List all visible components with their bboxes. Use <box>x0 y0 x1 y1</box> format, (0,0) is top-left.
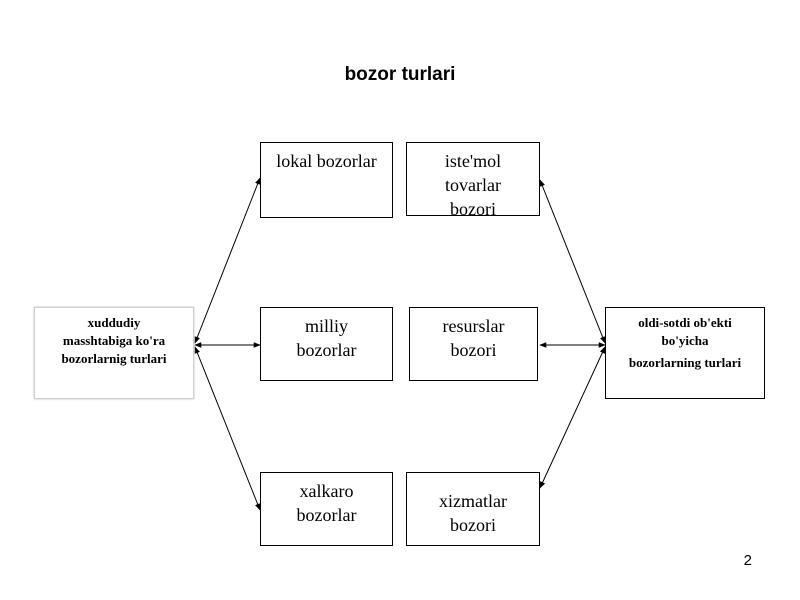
node-label: lokal bozorlar <box>276 151 377 171</box>
node-xizmatlar-bozori: xizmatlar bozori <box>406 472 540 546</box>
left-node-line-2: masshtabiga ko'ra <box>62 333 166 348</box>
right-category-node: oldi-sotdi ob'ekti bo'yicha bozorlarning… <box>605 307 765 399</box>
node-label: resurslar bozori <box>442 316 505 360</box>
left-node-line-3: bozorlarnig turlari <box>61 351 167 366</box>
arrow-left-to-lokal <box>194 177 261 344</box>
node-label: iste'mol tovarlar bozori <box>444 151 502 219</box>
node-lokal-bozorlar: lokal bozorlar <box>260 142 393 218</box>
left-node-line-1: xuddudiy <box>87 315 141 330</box>
right-node-line-1: oldi-sotdi ob'ekti <box>638 315 732 330</box>
diagram-title: bozor turlari <box>344 64 456 85</box>
left-category-node: xuddudiy masshtabiga ko'ra bozorlarnig t… <box>34 307 194 399</box>
node-label: xalkaro bozorlar <box>296 481 357 525</box>
node-istemol-tovarlar-bozori: iste'mol tovarlar bozori <box>406 142 540 219</box>
node-xalkaro-bozorlar: xalkaro bozorlar <box>260 472 393 546</box>
node-label: milliy bozorlar <box>296 316 357 360</box>
node-resurslar-bozori: resurslar bozori <box>409 307 538 381</box>
page-number: 2 <box>743 552 752 569</box>
right-node-line-2: bo'yicha <box>661 333 709 348</box>
arrow-left-to-xalkaro <box>194 346 261 511</box>
arrow-right-to-istemol <box>539 179 606 344</box>
arrow-right-to-xizmatlar <box>539 346 606 489</box>
node-label: xizmatlar bozori <box>439 491 507 535</box>
node-milliy-bozorlar: milliy bozorlar <box>260 307 393 381</box>
right-node-line-3: bozorlarning turlari <box>628 355 742 370</box>
